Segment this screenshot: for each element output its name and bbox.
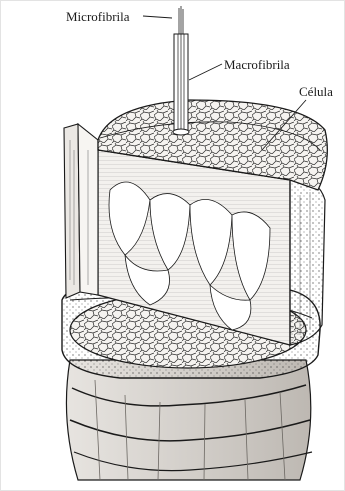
microfibril-strands [179, 6, 183, 34]
microfibrila-label: Microfibrila [66, 10, 130, 23]
celula-label: Célula [299, 85, 333, 98]
microfibrila-leader-line [143, 16, 172, 18]
macrofibrila-label: Macrofibrila [224, 58, 290, 71]
macrofibril-rod [173, 34, 189, 135]
right-cortex-side [290, 179, 325, 345]
macrofibrila-leader-line [189, 64, 222, 80]
left-cuticle-slabs [64, 124, 98, 298]
